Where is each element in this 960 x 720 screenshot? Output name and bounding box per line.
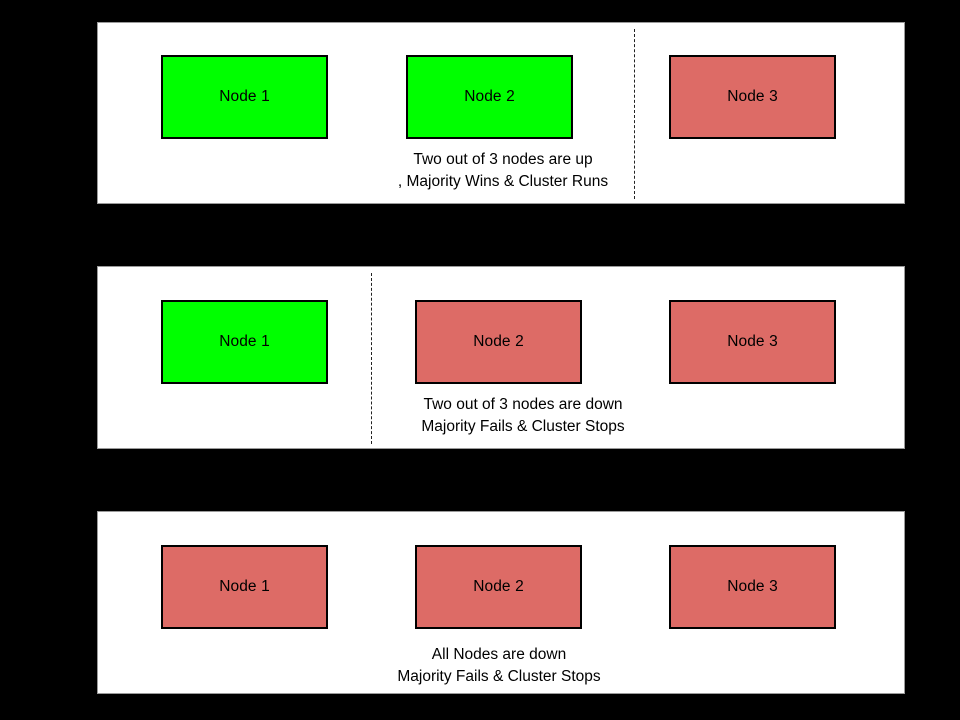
node-box-3-3[interactable]: Node 3 xyxy=(669,545,836,629)
node-label: Node 1 xyxy=(219,578,270,596)
caption-line-2: Majority Fails & Cluster Stops xyxy=(421,418,625,435)
node-box-1-2[interactable]: Node 2 xyxy=(406,55,573,139)
node-box-3-1[interactable]: Node 1 xyxy=(161,545,328,629)
node-label: Node 2 xyxy=(473,578,524,596)
node-box-1-3[interactable]: Node 3 xyxy=(669,55,836,139)
node-box-2-1[interactable]: Node 1 xyxy=(161,300,328,384)
caption-line-1: All Nodes are down xyxy=(431,646,567,663)
node-label: Node 2 xyxy=(473,333,524,351)
node-label: Node 3 xyxy=(727,578,778,596)
node-box-3-2[interactable]: Node 2 xyxy=(415,545,582,629)
scenario-caption-1: Two out of 3 nodes are up , Majority Win… xyxy=(338,149,668,193)
scenario-divider-1 xyxy=(634,29,635,199)
scenario-caption-2: Two out of 3 nodes are down Majority Fai… xyxy=(381,394,665,438)
caption-line-2: Majority Fails & Cluster Stops xyxy=(397,668,601,685)
caption-line-2: , Majority Wins & Cluster Runs xyxy=(397,173,609,190)
node-label: Node 3 xyxy=(727,333,778,351)
scenario-caption-3: All Nodes are down Majority Fails & Clus… xyxy=(357,644,641,688)
node-box-2-2[interactable]: Node 2 xyxy=(415,300,582,384)
scenario-panel-1: Node 1 Node 2 Node 3 Two out of 3 nodes … xyxy=(97,22,905,204)
node-box-2-3[interactable]: Node 3 xyxy=(669,300,836,384)
node-box-1-1[interactable]: Node 1 xyxy=(161,55,328,139)
node-label: Node 3 xyxy=(727,88,778,106)
scenario-divider-2 xyxy=(371,273,372,444)
scenario-panel-2: Node 1 Node 2 Node 3 Two out of 3 nodes … xyxy=(97,266,905,449)
caption-line-1: Two out of 3 nodes are up xyxy=(413,151,593,168)
node-label: Node 1 xyxy=(219,88,270,106)
node-label: Node 2 xyxy=(464,88,515,106)
scenario-panel-3: Node 1 Node 2 Node 3 All Nodes are down … xyxy=(97,511,905,694)
node-label: Node 1 xyxy=(219,333,270,351)
caption-line-1: Two out of 3 nodes are down xyxy=(423,396,623,413)
